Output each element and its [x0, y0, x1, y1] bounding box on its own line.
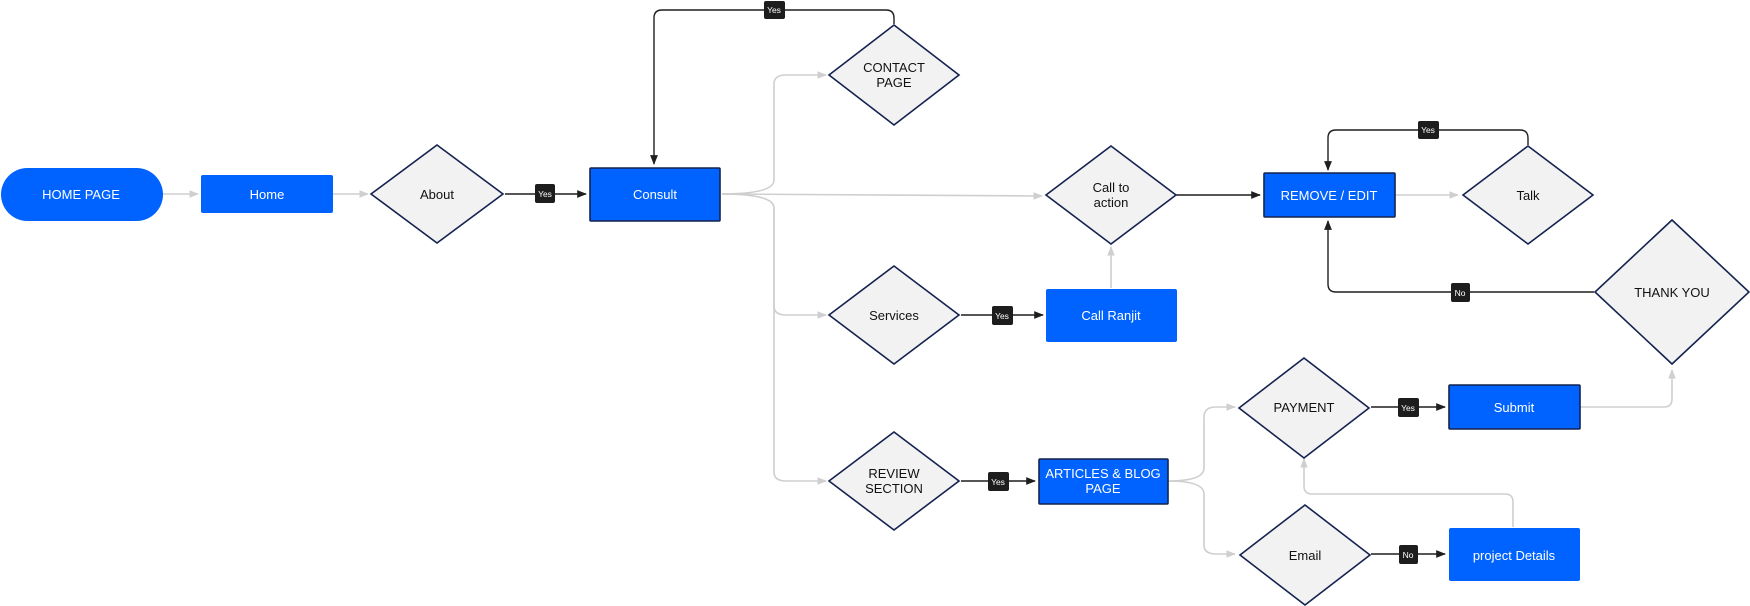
edge-label-consult-loop: Yes [764, 1, 785, 19]
edge-consult-branch-main [721, 192, 1043, 200]
node-label: Submit [1494, 400, 1535, 415]
node-label-line2: SECTION [865, 481, 923, 496]
nodes: HOME PAGE Home About Consult CONTACT PAG… [1, 23, 1750, 606]
node-articles-blog-page[interactable]: ARTICLES & BLOG PAGE [1038, 458, 1169, 505]
edge-consult-review [721, 193, 827, 485]
edge-articles-email [1167, 480, 1236, 558]
node-review-section[interactable]: REVIEW SECTION [827, 430, 961, 532]
edge-label-text: Yes [1421, 125, 1435, 135]
node-label: Call Ranjit [1081, 308, 1141, 323]
node-payment[interactable]: PAYMENT [1237, 356, 1371, 460]
edge-label-text: No [1403, 550, 1414, 560]
edge-consult-contact [721, 71, 827, 195]
node-label-line2: action [1094, 195, 1129, 210]
node-label: Services [869, 308, 919, 323]
edge-label-thankyou-back: No [1451, 283, 1470, 302]
edge-label-review-articles: Yes [988, 472, 1009, 491]
node-consult[interactable]: Consult [589, 167, 721, 222]
node-label: Talk [1516, 188, 1540, 203]
node-label: THANK YOU [1634, 285, 1710, 300]
edge-label-payment-submit: Yes [1398, 398, 1419, 417]
edge-label-text: Yes [995, 311, 1009, 321]
edge-labels: Yes Yes Yes Yes Yes No Yes No [535, 1, 1470, 564]
node-project-details[interactable]: project Details [1449, 528, 1580, 581]
node-remove-edit[interactable]: REMOVE / EDIT [1263, 172, 1396, 218]
edge-label-email-project: No [1399, 545, 1418, 564]
node-label-line1: Call to [1093, 180, 1130, 195]
node-label: Consult [633, 187, 677, 202]
edge-label-text: No [1455, 288, 1466, 298]
node-label-line1: ARTICLES & BLOG [1045, 466, 1160, 481]
node-call-ranjit[interactable]: Call Ranjit [1046, 289, 1177, 342]
edge-label-text: Yes [538, 189, 552, 199]
node-label-line2: PAGE [876, 75, 911, 90]
node-home-page[interactable]: HOME PAGE [1, 168, 163, 221]
node-contact-page[interactable]: CONTACT PAGE [827, 23, 961, 127]
node-call-to-action[interactable]: Call to action [1044, 144, 1178, 246]
node-label-line1: CONTACT [863, 60, 925, 75]
edge-articles-payment [1167, 403, 1236, 482]
edge-label-about-consult: Yes [535, 184, 555, 203]
node-label-line1: REVIEW [868, 466, 920, 481]
node-talk[interactable]: Talk [1461, 144, 1595, 246]
edge-label-services-callranjit: Yes [992, 306, 1013, 325]
edge-thankyou-remove [1324, 220, 1594, 293]
node-services[interactable]: Services [827, 264, 961, 366]
node-label-line2: PAGE [1085, 481, 1120, 496]
node-label: Email [1289, 548, 1322, 563]
edge-submit-thankyou [1580, 369, 1676, 408]
node-thank-you[interactable]: THANK YOU [1593, 218, 1750, 366]
edge-label-text: Yes [991, 477, 1005, 487]
node-label: project Details [1473, 548, 1556, 563]
node-home[interactable]: Home [201, 175, 333, 213]
edge-label-text: Yes [767, 5, 781, 15]
node-label: REMOVE / EDIT [1281, 188, 1378, 203]
node-label: About [420, 187, 454, 202]
node-label: PAYMENT [1274, 400, 1335, 415]
node-submit[interactable]: Submit [1448, 384, 1581, 430]
node-label: HOME PAGE [42, 187, 120, 202]
edge-label-text: Yes [1401, 403, 1415, 413]
node-email[interactable]: Email [1238, 503, 1372, 606]
edge-project-payment [1300, 458, 1514, 527]
node-label: Home [250, 187, 285, 202]
node-about[interactable]: About [369, 144, 505, 244]
edge-label-talk-loop: Yes [1418, 121, 1439, 139]
